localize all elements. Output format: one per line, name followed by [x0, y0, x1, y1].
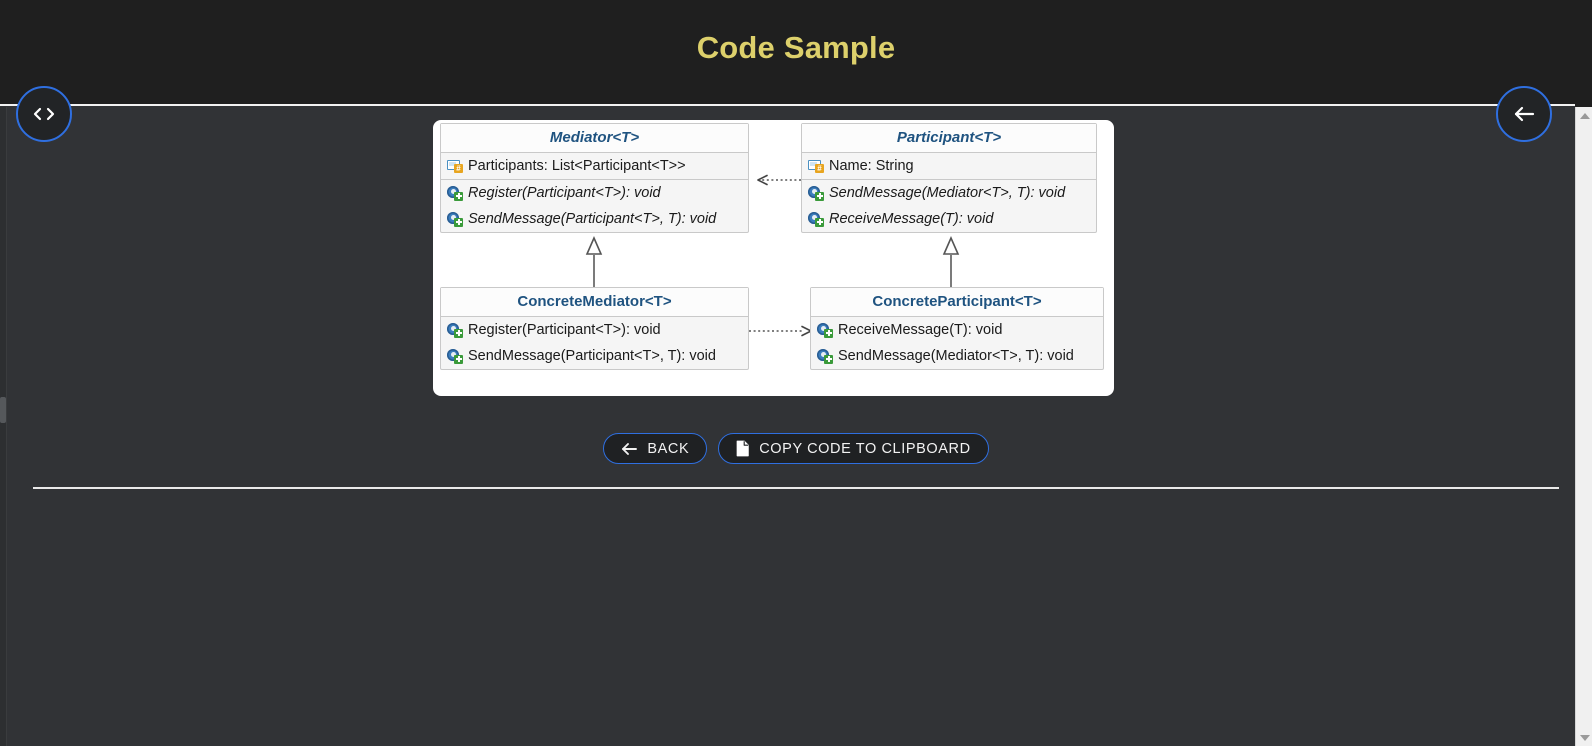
uml-properties-section: # Participants: List<Participant<T>> — [441, 153, 748, 180]
back-navigation-button[interactable] — [1496, 86, 1552, 142]
copy-code-button-label: COPY CODE TO CLIPBOARD — [759, 440, 971, 457]
method-icon — [447, 185, 464, 201]
method-icon — [447, 211, 464, 227]
method-icon — [817, 322, 834, 338]
uml-member-row: SendMessage(Participant<T>, T): void — [441, 206, 748, 232]
scrollbar-corner — [1575, 88, 1592, 107]
uml-class-participant[interactable]: Participant<T> # Name: String SendMessag… — [801, 123, 1097, 233]
uml-member-row: SendMessage(Mediator<T>, T): void — [811, 343, 1103, 369]
method-icon — [808, 185, 825, 201]
property-icon: # — [808, 159, 825, 174]
uml-class-title: ConcreteParticipant<T> — [811, 288, 1103, 317]
uml-member-label: SendMessage(Participant<T>, T): void — [468, 348, 716, 364]
page-header: Code Sample — [0, 0, 1592, 106]
uml-member-row: Register(Participant<T>): void — [441, 180, 748, 206]
back-button[interactable]: BACK — [603, 433, 708, 464]
uml-methods-section: SendMessage(Mediator<T>, T): void Receiv… — [802, 180, 1096, 232]
uml-methods-section: Register(Participant<T>): void SendMessa… — [441, 317, 748, 369]
copy-file-icon — [736, 440, 750, 457]
uml-member-row: # Name: String — [802, 153, 1096, 179]
method-icon — [447, 322, 464, 338]
code-view-button[interactable] — [16, 86, 72, 142]
uml-member-row: SendMessage(Participant<T>, T): void — [441, 343, 748, 369]
uml-member-label: SendMessage(Participant<T>, T): void — [468, 211, 717, 227]
method-icon — [808, 211, 825, 227]
uml-member-row: ReceiveMessage(T): void — [802, 206, 1096, 232]
back-button-label: BACK — [647, 440, 690, 457]
uml-member-label: Name: String — [829, 158, 914, 174]
uml-member-label: SendMessage(Mediator<T>, T): void — [838, 348, 1074, 364]
uml-methods-section: ReceiveMessage(T): void SendMessage(Medi… — [811, 317, 1103, 369]
uml-class-title: ConcreteMediator<T> — [441, 288, 748, 317]
uml-class-title: Participant<T> — [802, 124, 1096, 153]
property-icon: # — [447, 159, 464, 174]
arrow-left-icon — [1512, 104, 1536, 124]
uml-member-label: Participants: List<Participant<T>> — [468, 158, 686, 174]
uml-member-row: Register(Participant<T>): void — [441, 317, 748, 343]
copy-code-button[interactable]: COPY CODE TO CLIPBOARD — [718, 433, 989, 464]
uml-member-label: Register(Participant<T>): void — [468, 185, 661, 201]
uml-class-concrete-participant[interactable]: ConcreteParticipant<T> ReceiveMessage(T)… — [810, 287, 1104, 370]
uml-methods-section: Register(Participant<T>): void SendMessa… — [441, 180, 748, 232]
page-title: Code Sample — [696, 30, 896, 65]
method-icon — [817, 348, 834, 364]
uml-class-title: Mediator<T> — [441, 124, 748, 153]
uml-member-row: ReceiveMessage(T): void — [811, 317, 1103, 343]
uml-member-label: ReceiveMessage(T): void — [838, 322, 1003, 338]
uml-properties-section: # Name: String — [802, 153, 1096, 180]
uml-diagram-canvas: Mediator<T> # Participants: List<Partici… — [433, 120, 1114, 396]
uml-member-row: SendMessage(Mediator<T>, T): void — [802, 180, 1096, 206]
code-brackets-icon — [32, 106, 56, 122]
uml-member-label: ReceiveMessage(T): void — [829, 211, 994, 227]
scrollbar-thumb[interactable] — [1578, 127, 1591, 687]
uml-member-row: # Participants: List<Participant<T>> — [441, 153, 748, 179]
scroll-up-arrow-icon[interactable] — [1576, 107, 1592, 124]
content-divider — [33, 487, 1559, 489]
vertical-scrollbar[interactable] — [1575, 107, 1592, 746]
uml-class-mediator[interactable]: Mediator<T> # Participants: List<Partici… — [440, 123, 749, 233]
scroll-down-arrow-icon[interactable] — [1576, 729, 1592, 746]
uml-member-label: Register(Participant<T>): void — [468, 322, 661, 338]
action-button-bar: BACK COPY CODE TO CLIPBOARD — [0, 433, 1592, 464]
left-edge-scroll-thumb[interactable] — [0, 397, 6, 423]
uml-class-concrete-mediator[interactable]: ConcreteMediator<T> Register(Participant… — [440, 287, 749, 370]
left-edge-scroll-strip[interactable] — [0, 107, 7, 746]
arrow-left-icon — [621, 442, 638, 456]
uml-member-label: SendMessage(Mediator<T>, T): void — [829, 185, 1066, 201]
method-icon — [447, 348, 464, 364]
